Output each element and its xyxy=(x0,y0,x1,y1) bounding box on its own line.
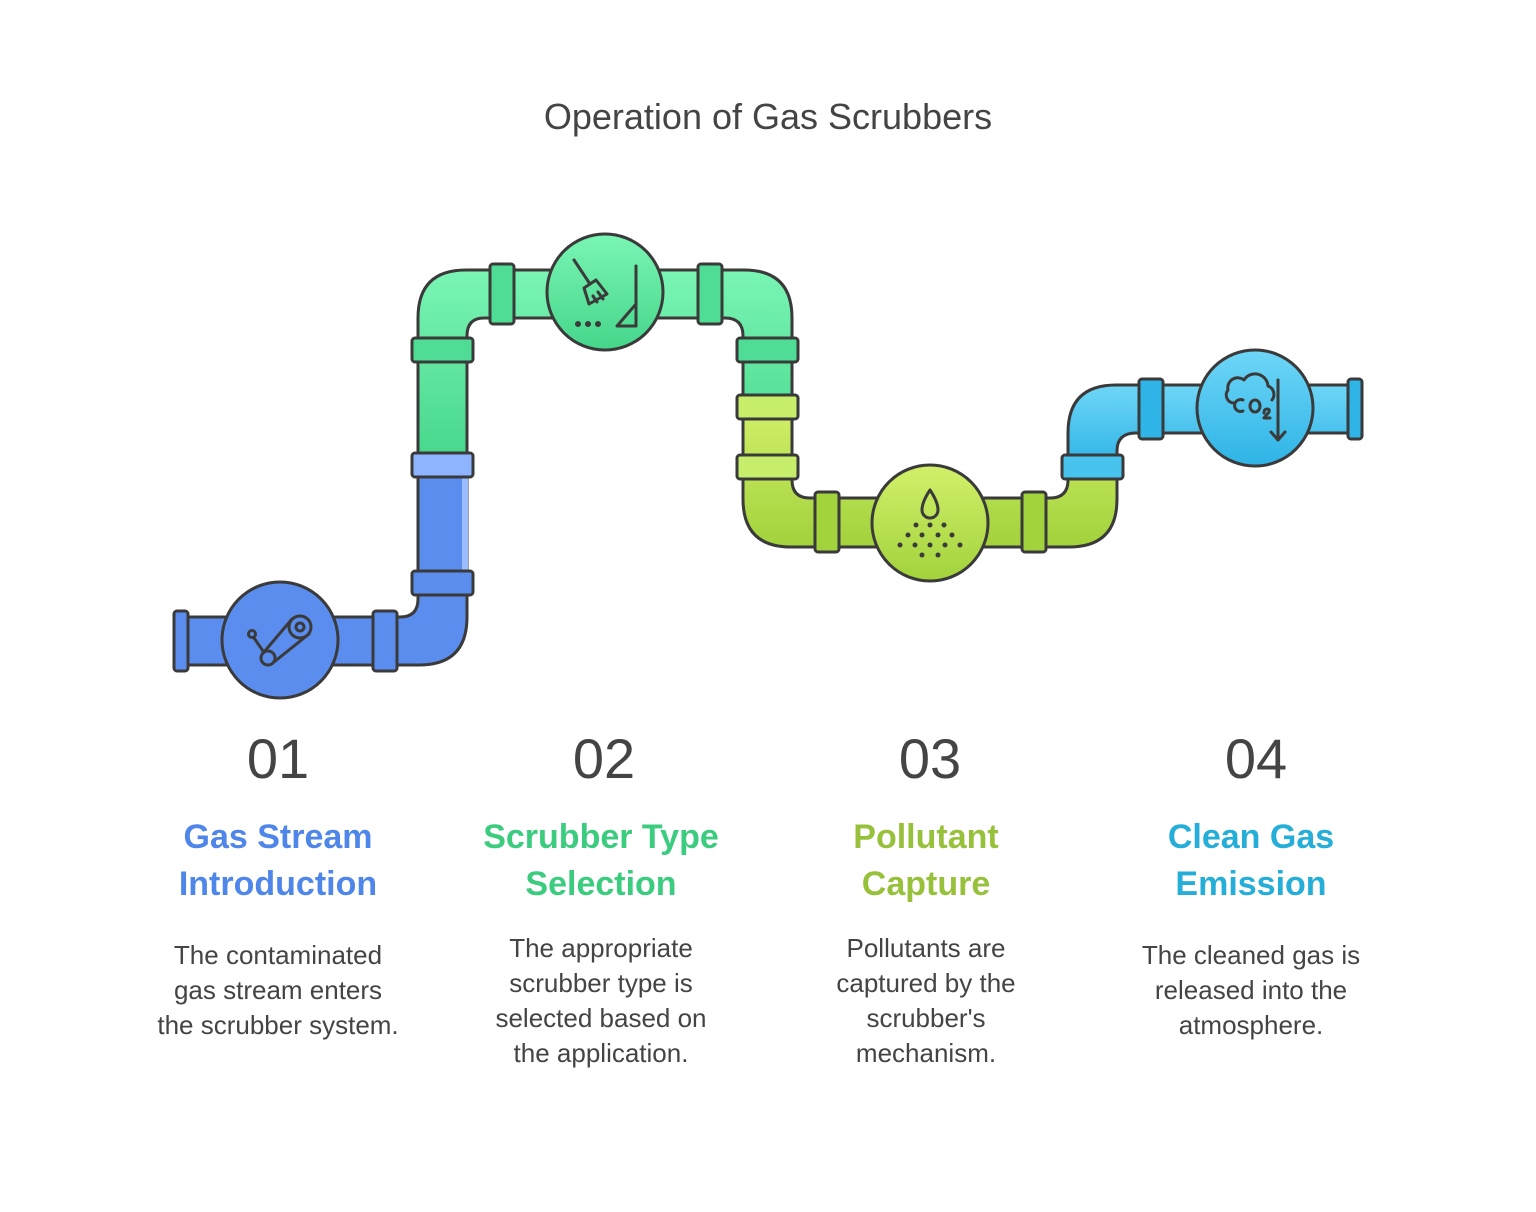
step-3-desc-line: scrubber's xyxy=(866,1003,986,1033)
step-4-title-line2: Emission xyxy=(1175,865,1327,903)
step-2-number: 02 xyxy=(572,727,636,790)
step-2-node xyxy=(545,232,665,352)
step-1-desc-line: the scrubber system. xyxy=(157,1010,399,1040)
step-2-desc-line: scrubber type is xyxy=(509,968,693,998)
step-1-title-line2: Introduction xyxy=(178,865,378,903)
step-2-title: Scrubber Type Selection xyxy=(451,814,751,908)
step-3-description: Pollutants are captured by the scrubber'… xyxy=(776,931,1076,1071)
step-2-desc-line: The appropriate xyxy=(509,933,693,963)
step-1-description: The contaminated gas stream enters the s… xyxy=(128,938,428,1043)
step-3-title-line1: Pollutant xyxy=(853,818,999,856)
step-4-title-line1: Clean Gas xyxy=(1167,818,1335,856)
droplet-icon xyxy=(897,488,963,558)
step-2-desc-line: the application. xyxy=(513,1038,689,1068)
step-2-description: The appropriate scrubber type is selecte… xyxy=(451,931,751,1071)
step-1-number: 01 xyxy=(246,727,310,790)
step-4-number: 04 xyxy=(1224,727,1288,790)
step-3-title: Pollutant Capture xyxy=(776,814,1076,908)
step-3-number: 03 xyxy=(898,727,962,790)
step-3-node xyxy=(870,463,990,583)
step-1-title-line1: Gas Stream xyxy=(183,818,373,856)
broom-icon xyxy=(572,258,638,328)
conveyor-icon xyxy=(247,614,313,667)
step-4-node xyxy=(1195,348,1315,468)
step-3-desc-line: mechanism. xyxy=(855,1038,997,1068)
step-3-desc-line: Pollutants are xyxy=(846,933,1006,963)
pipe-segment-lime xyxy=(735,393,1119,554)
step-3-desc-line: captured by the xyxy=(836,968,1016,998)
step-2-desc-line: selected based on xyxy=(495,1003,707,1033)
step-2-title-line1: Scrubber Type xyxy=(483,818,719,856)
step-4-desc-line: The cleaned gas is xyxy=(1141,940,1361,970)
step-4-title: Clean Gas Emission xyxy=(1101,814,1401,908)
step-1-desc-line: gas stream enters xyxy=(173,975,383,1005)
step-1-desc-line: The contaminated xyxy=(173,940,383,970)
step-1-node xyxy=(220,580,340,700)
step-2-title-line2: Selection xyxy=(525,865,677,903)
step-4-description: The cleaned gas is released into the atm… xyxy=(1101,938,1401,1043)
step-1-title: Gas Stream Introduction xyxy=(128,814,428,908)
page-title: Operation of Gas Scrubbers xyxy=(543,96,993,137)
step-3-title-line2: Capture xyxy=(861,865,991,903)
co2-cloud-icon xyxy=(1224,372,1287,442)
step-4-desc-line: released into the xyxy=(1154,975,1348,1005)
step-4-desc-line: atmosphere. xyxy=(1178,1010,1324,1040)
